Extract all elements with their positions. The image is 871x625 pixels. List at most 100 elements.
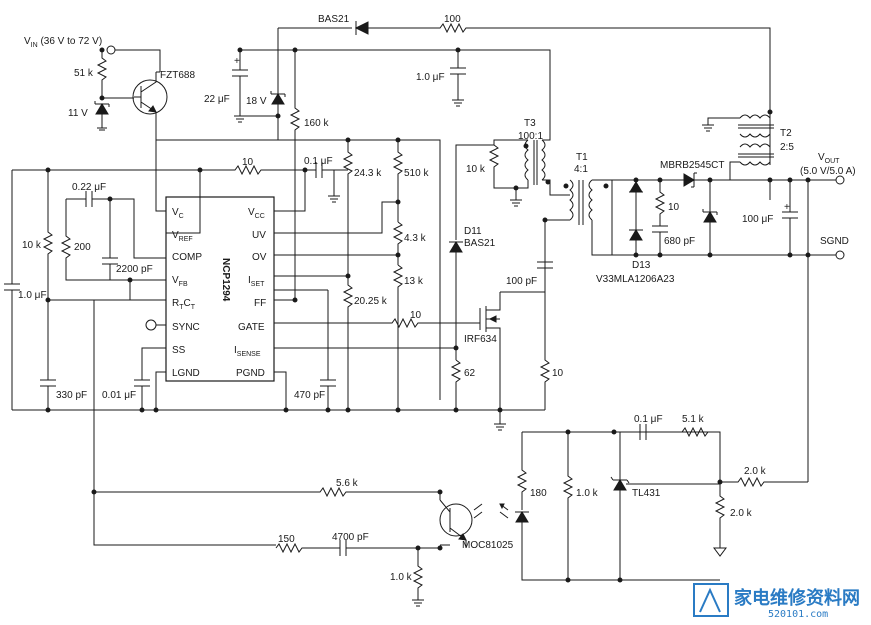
wire-t3-primary (542, 135, 551, 141)
wire-t3-primary-bottom (542, 179, 570, 196)
r10-top-label: 10 (242, 157, 254, 168)
wire-drain (500, 220, 546, 293)
diode-d13-upper (629, 180, 643, 230)
r10k-t3-label: 10 k (466, 164, 486, 175)
resistor-1k-bot (412, 548, 424, 600)
pin-vfb: VFB (172, 275, 188, 288)
r13k-label: 13 k (404, 276, 424, 287)
t3-label: T3 (524, 118, 536, 129)
t1-label: T1 (576, 152, 588, 163)
d18v-label: 18 V (246, 96, 267, 107)
opto-led (499, 503, 720, 581)
resistor-2k-top (720, 476, 808, 488)
pin-sync: SYNC (172, 322, 200, 333)
cap-1uf-top (450, 50, 466, 100)
ground-11v (97, 127, 107, 131)
t2-label: T2 (780, 128, 792, 139)
cap-01uf (312, 162, 348, 178)
snubber-rc (652, 180, 668, 255)
ground-1uf (452, 99, 464, 107)
resistor-1k-opto (562, 432, 574, 580)
c100pf-label: 100 pF (506, 276, 537, 287)
watermark-logo (693, 583, 729, 617)
wire-fb-top (522, 431, 721, 482)
vout-terminal[interactable] (835, 175, 845, 185)
pin-lgnd: LGND (172, 368, 200, 379)
wire-t1-sec-bottom (591, 220, 840, 256)
diode-d13-lower (629, 229, 643, 255)
r62-label: 62 (464, 368, 476, 379)
pin-isense: ISENSE (234, 345, 261, 358)
r160k-label: 160 k (304, 118, 329, 129)
c1uf-top-label: 1.0 μF (416, 72, 445, 83)
resistor-100-top (368, 22, 771, 165)
r510k-label: 510 k (404, 168, 429, 179)
wire-vref (12, 169, 201, 234)
resistor-510k (392, 140, 404, 222)
pin-gate: GATE (238, 322, 265, 333)
r20k-bot-label: 2.0 k (730, 508, 753, 519)
sync-terminal[interactable] (145, 319, 157, 331)
rc-0-1uf-5-1k (614, 424, 720, 440)
cap-2200pf (102, 199, 118, 280)
wire-ff (274, 170, 296, 301)
ground-main (494, 410, 506, 431)
cap-0-01uf (134, 347, 166, 410)
resistor-62 (450, 359, 462, 410)
cap-100uf (782, 180, 798, 255)
d11-label: D11 (464, 226, 482, 237)
r51k-fb-label: 5.1 k (682, 414, 705, 425)
ground-t3 (510, 188, 522, 207)
resistor-20-25k (342, 276, 354, 410)
c4700pf-label: 4700 pF (332, 532, 369, 543)
resistor-13k (392, 264, 404, 410)
cap-330pf (40, 379, 56, 410)
resistor-10-gate (274, 317, 480, 329)
vout-label: VOUT (818, 152, 840, 165)
ground-01uf (328, 170, 340, 203)
zener-11v (94, 101, 110, 115)
resistor-24-3k (274, 140, 354, 277)
r10k-opto-label: 1.0 k (576, 488, 599, 499)
sgnd-terminal[interactable] (835, 250, 845, 260)
transistor-fzt688 (132, 72, 168, 140)
r150-label: 150 (278, 534, 295, 545)
vin-terminal[interactable] (106, 45, 116, 55)
wire-pgnd (274, 371, 287, 410)
transformer-t2 (738, 109, 774, 183)
c1uf-left-label: 1.0 μF (18, 290, 47, 301)
opto-transistor (439, 499, 483, 548)
diode-bas21-top (354, 21, 369, 35)
chip-ncp1294: NCP1294 (165, 196, 275, 382)
watermark-title: 家电维修资料网 (734, 587, 860, 609)
cap-470pf (320, 290, 336, 410)
r200-label: 200 (74, 242, 91, 253)
wire-t3-d11 (455, 144, 494, 240)
c001uf-label: 0.01 μF (102, 390, 136, 401)
wire-t1-drain (544, 219, 570, 262)
pin-vref: VREF (172, 230, 193, 243)
resistor-200 (60, 199, 166, 281)
wire-vc (155, 140, 166, 212)
pin-ov: OV (252, 252, 267, 263)
wire-t3-top (493, 139, 528, 145)
ground-tl431 (713, 547, 727, 557)
c01uf-label: 0.1 μF (304, 156, 333, 167)
shunt-tl431 (610, 432, 720, 580)
fzt-label: FZT688 (160, 70, 195, 81)
wire-uv (274, 201, 398, 234)
ground-22uf (234, 115, 246, 123)
c100uf-label: 100 μF (742, 214, 773, 225)
pin-comp: COMP (172, 252, 202, 263)
zener-out (702, 180, 718, 255)
c022uf-label: 0.22 μF (72, 182, 106, 193)
resistor-10k-left (42, 170, 54, 380)
wire-t2-gnd (707, 117, 740, 125)
cap-out-plus: + (784, 202, 790, 213)
transformer-t1 (563, 179, 609, 225)
c680pf-label: 680 pF (664, 236, 695, 247)
resistor-10k-t3 (488, 144, 529, 189)
pin-vcc: VCC (248, 207, 265, 220)
r56k-label: 5.6 k (336, 478, 359, 489)
bas21-top-label: BAS21 (318, 14, 350, 25)
